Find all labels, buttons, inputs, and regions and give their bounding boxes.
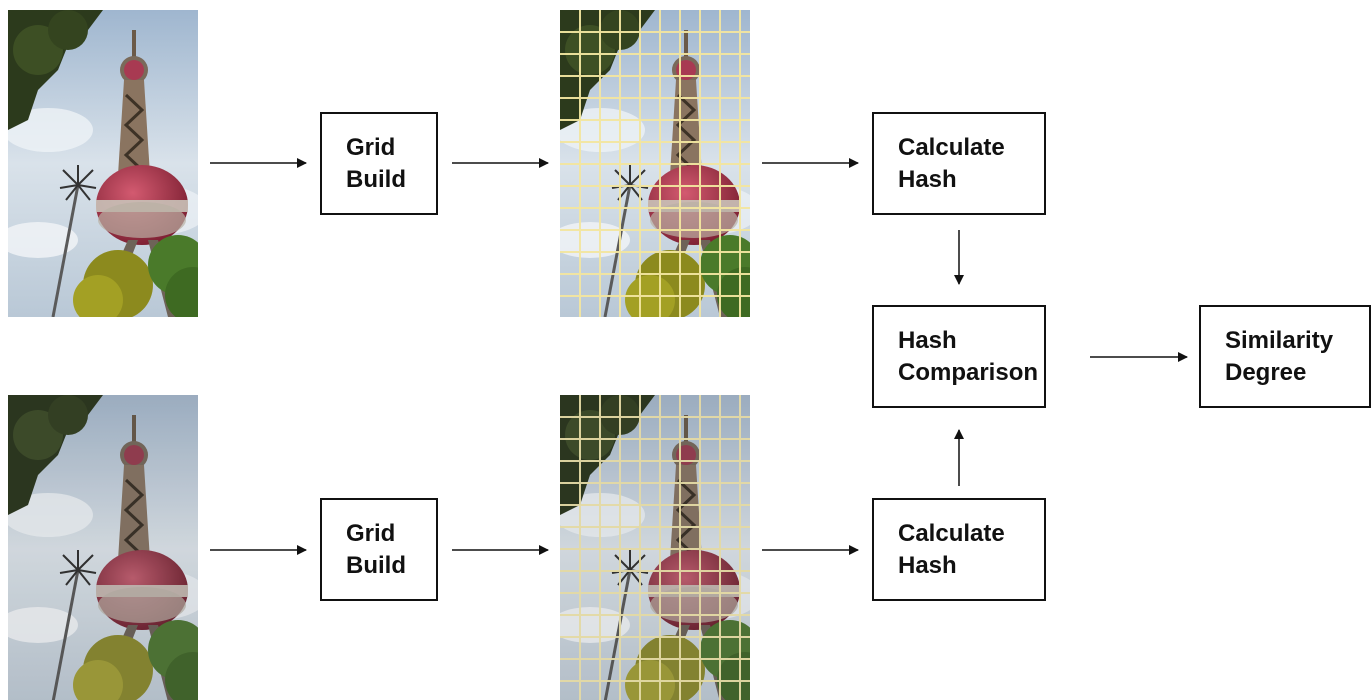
grid-build-label-bottom: Grid Build bbox=[346, 519, 406, 579]
hash-comparison-label: Hash Comparison bbox=[898, 326, 1039, 386]
calculate-hash-box-top: Calculate Hash bbox=[872, 112, 1046, 215]
calculate-hash-label-bottom: Calculate Hash bbox=[898, 519, 1005, 579]
calculate-hash-box-bottom: Calculate Hash bbox=[872, 498, 1046, 601]
hash-comparison-box: Hash Comparison bbox=[872, 305, 1046, 408]
grid-build-box-bottom: Grid Build bbox=[320, 498, 438, 601]
similarity-degree-label: Similarity Degree bbox=[1225, 326, 1334, 386]
grid-build-label-top: Grid Build bbox=[346, 133, 406, 193]
similarity-degree-box: Similarity Degree bbox=[1199, 305, 1371, 408]
grid-build-box-top: Grid Build bbox=[320, 112, 438, 215]
calculate-hash-label-top: Calculate Hash bbox=[898, 133, 1005, 193]
